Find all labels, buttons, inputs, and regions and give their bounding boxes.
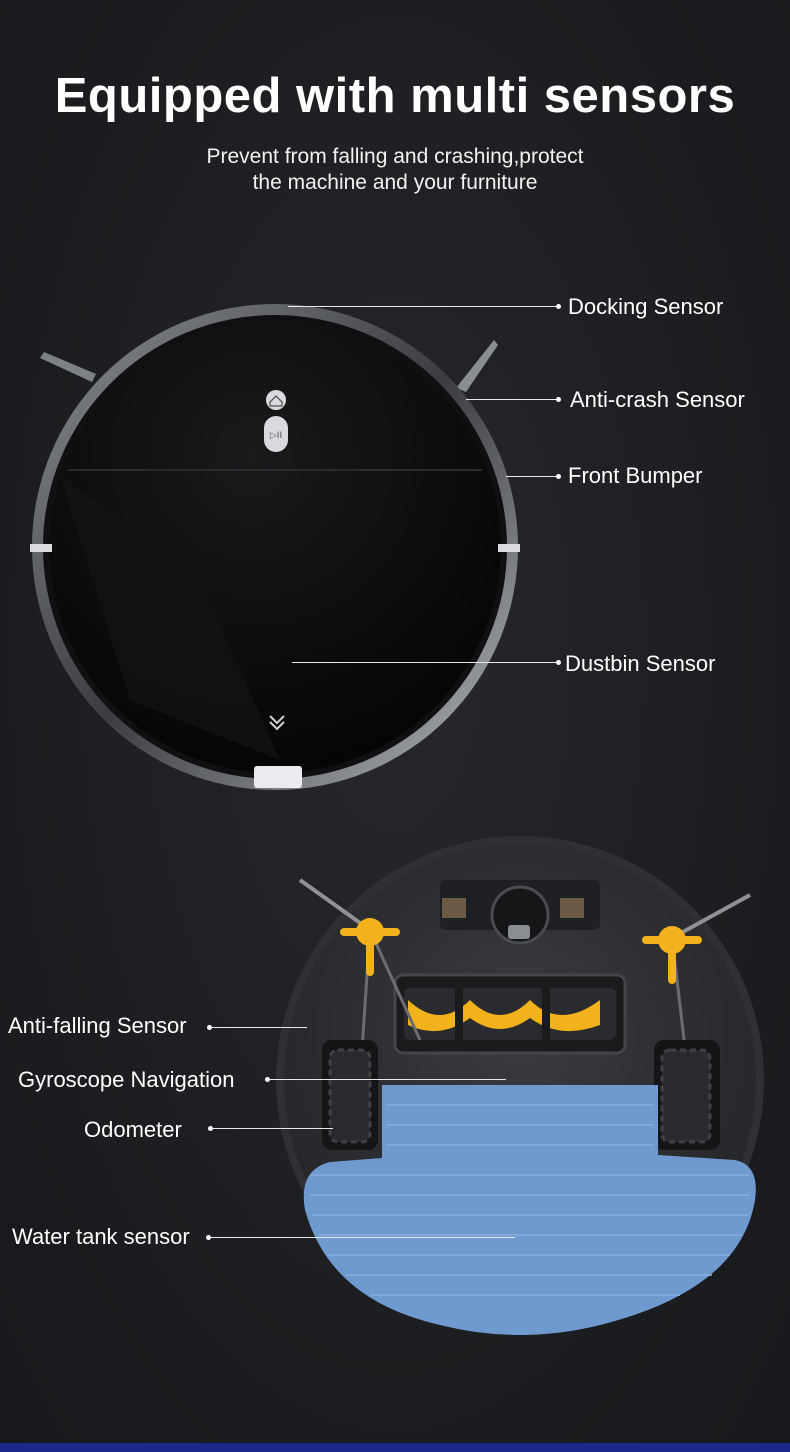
- wheel-right-icon: [654, 1040, 720, 1150]
- anti-falling-sensor-label: Anti-falling Sensor: [8, 1013, 187, 1038]
- docking-sensor-pointer: [288, 306, 558, 307]
- dustbin-sensor-dot: [556, 660, 561, 665]
- home-button-icon: [266, 390, 286, 410]
- dustbin-sensor-pointer: [292, 662, 558, 663]
- odometer-label: Odometer: [84, 1117, 182, 1142]
- mop-pad-icon: [303, 1085, 756, 1335]
- dustbin-sensor-label: Dustbin Sensor: [565, 651, 716, 676]
- odometer-dot: [208, 1126, 213, 1131]
- side-brush-right-icon: [456, 340, 498, 392]
- front-bumper-pointer: [506, 476, 558, 477]
- water-tank-sensor-dot: [206, 1235, 211, 1240]
- wheel-left-icon: [322, 1040, 378, 1150]
- gyroscope-navigation-label: Gyroscope Navigation: [18, 1067, 235, 1092]
- gyroscope-navigation-dot: [265, 1077, 270, 1082]
- robot-bottom-view-image: [276, 836, 764, 1335]
- page-title: Equipped with multi sensors: [54, 69, 736, 123]
- anti-falling-sensor-dot: [207, 1025, 212, 1030]
- side-brush-left-icon: [298, 878, 422, 1081]
- subtitle-line-2: the machine and your furniture: [252, 171, 538, 194]
- docking-sensor-dot: [556, 304, 561, 309]
- docking-sensor-label: Docking Sensor: [568, 294, 724, 319]
- anti-falling-sensor-pointer: [210, 1027, 307, 1028]
- footer-bar: [0, 1443, 790, 1452]
- page-subtitle: Prevent from falling and crashing,protec…: [0, 144, 790, 196]
- chevron-down-icon: [269, 715, 285, 731]
- svg-text:▷II: ▷II: [270, 431, 282, 441]
- gyroscope-navigation-pointer: [268, 1079, 506, 1080]
- side-brush-left-icon: [40, 352, 96, 382]
- anti-crash-sensor-dot: [556, 397, 561, 402]
- odometer-pointer: [211, 1128, 333, 1129]
- front-bumper-label: Front Bumper: [568, 463, 703, 488]
- water-tank-sensor-pointer: [209, 1237, 515, 1238]
- subtitle-line-1: Prevent from falling and crashing,protec…: [206, 145, 584, 168]
- anti-crash-sensor-pointer: [466, 399, 558, 400]
- front-bumper-dot: [556, 474, 561, 479]
- anti-crash-sensor-label: Anti-crash Sensor: [570, 387, 745, 412]
- water-tank-sensor-label: Water tank sensor: [12, 1224, 190, 1249]
- play-pause-button-icon: ▷II: [264, 416, 288, 452]
